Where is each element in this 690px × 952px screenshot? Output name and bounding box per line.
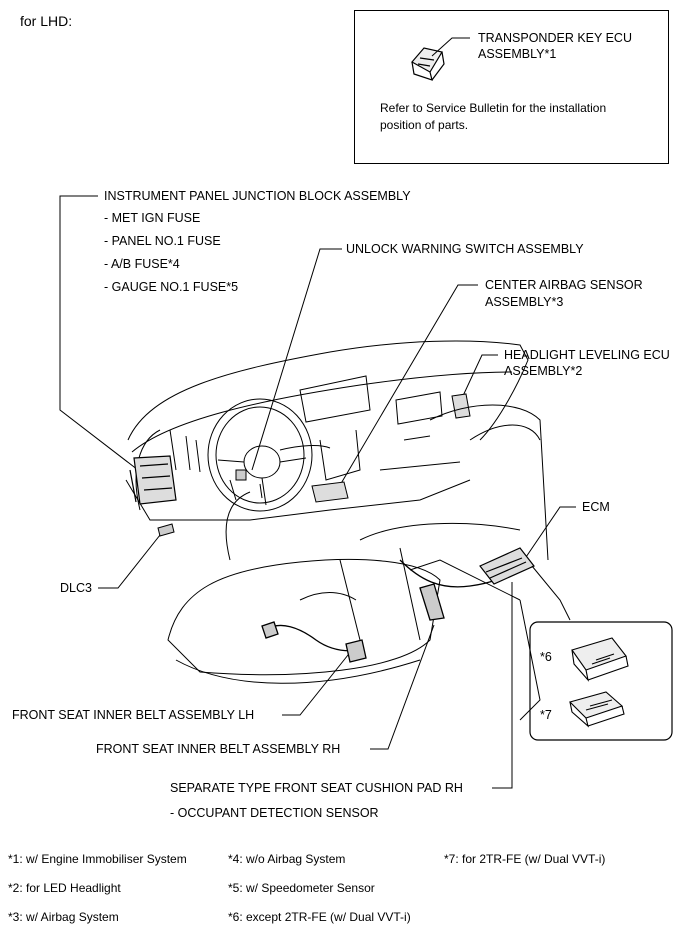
belt-lh-label: FRONT SEAT INNER BELT ASSEMBLY LH (12, 708, 255, 722)
ecm-variant-7-icon (568, 691, 625, 728)
footnote-5: *5: w/ Speedometer Sensor (228, 881, 375, 895)
leader-cushion-pad (492, 582, 513, 789)
fuse-gauge-label: - GAUGE NO.1 FUSE*5 (104, 280, 239, 294)
transponder-label-line2: ASSEMBLY*1 (478, 47, 557, 61)
ecm-variant-6-label: *6 (540, 650, 552, 664)
footnote-4: *4: w/o Airbag System (228, 852, 346, 866)
transponder-label-line1: TRANSPONDER KEY ECU (478, 31, 632, 45)
belt-rh-label: FRONT SEAT INNER BELT ASSEMBLY RH (96, 742, 341, 756)
ecm-drawing (479, 547, 535, 585)
ecm-variant-box (529, 621, 673, 741)
transponder-key-ecu-icon (411, 47, 445, 81)
dlc3-label: DLC3 (60, 581, 92, 595)
seats-drawing (167, 404, 549, 721)
dlc3-drawing (157, 523, 175, 537)
ecm-variant-6-icon (571, 637, 629, 682)
transponder-inset-box (354, 10, 669, 164)
leader-ecm-variants (531, 565, 571, 621)
leader-belt-lh (282, 649, 353, 716)
footnote-3: *3: w/ Airbag System (8, 910, 119, 924)
inset-note-line1: Refer to Service Bulletin for the instal… (380, 101, 607, 115)
footnote-1: *1: w/ Engine Immobiliser System (8, 852, 187, 866)
junction-block-label: INSTRUMENT PANEL JUNCTION BLOCK ASSEMBLY (104, 189, 411, 203)
headlight-ecu-label-line2: ASSEMBLY*2 (504, 364, 583, 378)
leader-unlock-warning (251, 248, 342, 471)
junction-block-drawing (129, 455, 177, 505)
leader-junction-block (59, 195, 139, 471)
center-airbag-sensor-drawing (311, 481, 349, 503)
leader-headlight (461, 354, 498, 399)
ecm-variant-7-label: *7 (540, 708, 552, 722)
leader-belt-rh (370, 624, 435, 750)
ecm-label: ECM (582, 500, 610, 514)
leader-dlc3 (98, 529, 165, 589)
inset-note-line2: position of parts. (380, 118, 469, 132)
footnote-7: *7: for 2TR-FE (w/ Dual VVT-i) (444, 852, 606, 866)
headlight-ecu-label-line1: HEADLIGHT LEVELING ECU (504, 348, 670, 362)
steering-wheel-drawing (207, 398, 313, 512)
footnote-2: *2: for LED Headlight (8, 881, 121, 895)
cushion-pad-label: SEPARATE TYPE FRONT SEAT CUSHION PAD RH (170, 781, 463, 795)
occupant-sensor-label: - OCCUPANT DETECTION SENSOR (170, 806, 379, 820)
headlight-ecu-drawing (451, 393, 471, 419)
fuse-ab-label: - A/B FUSE*4 (104, 257, 180, 271)
center-airbag-label-line2: ASSEMBLY*3 (485, 295, 564, 309)
footnote-6: *6: except 2TR-FE (w/ Dual VVT-i) (228, 910, 411, 924)
leader-transponder (431, 37, 470, 57)
instrument-panel-drawing (125, 340, 529, 521)
leader-center-airbag (335, 284, 478, 493)
leader-ecm (523, 506, 576, 561)
unlock-warning-label: UNLOCK WARNING SWITCH ASSEMBLY (346, 242, 584, 256)
fuse-panel-label: - PANEL NO.1 FUSE (104, 234, 221, 248)
fuse-met-ign-label: - MET IGN FUSE (104, 211, 201, 225)
center-airbag-label-line1: CENTER AIRBAG SENSOR (485, 278, 643, 292)
page-heading: for LHD: (20, 13, 73, 29)
